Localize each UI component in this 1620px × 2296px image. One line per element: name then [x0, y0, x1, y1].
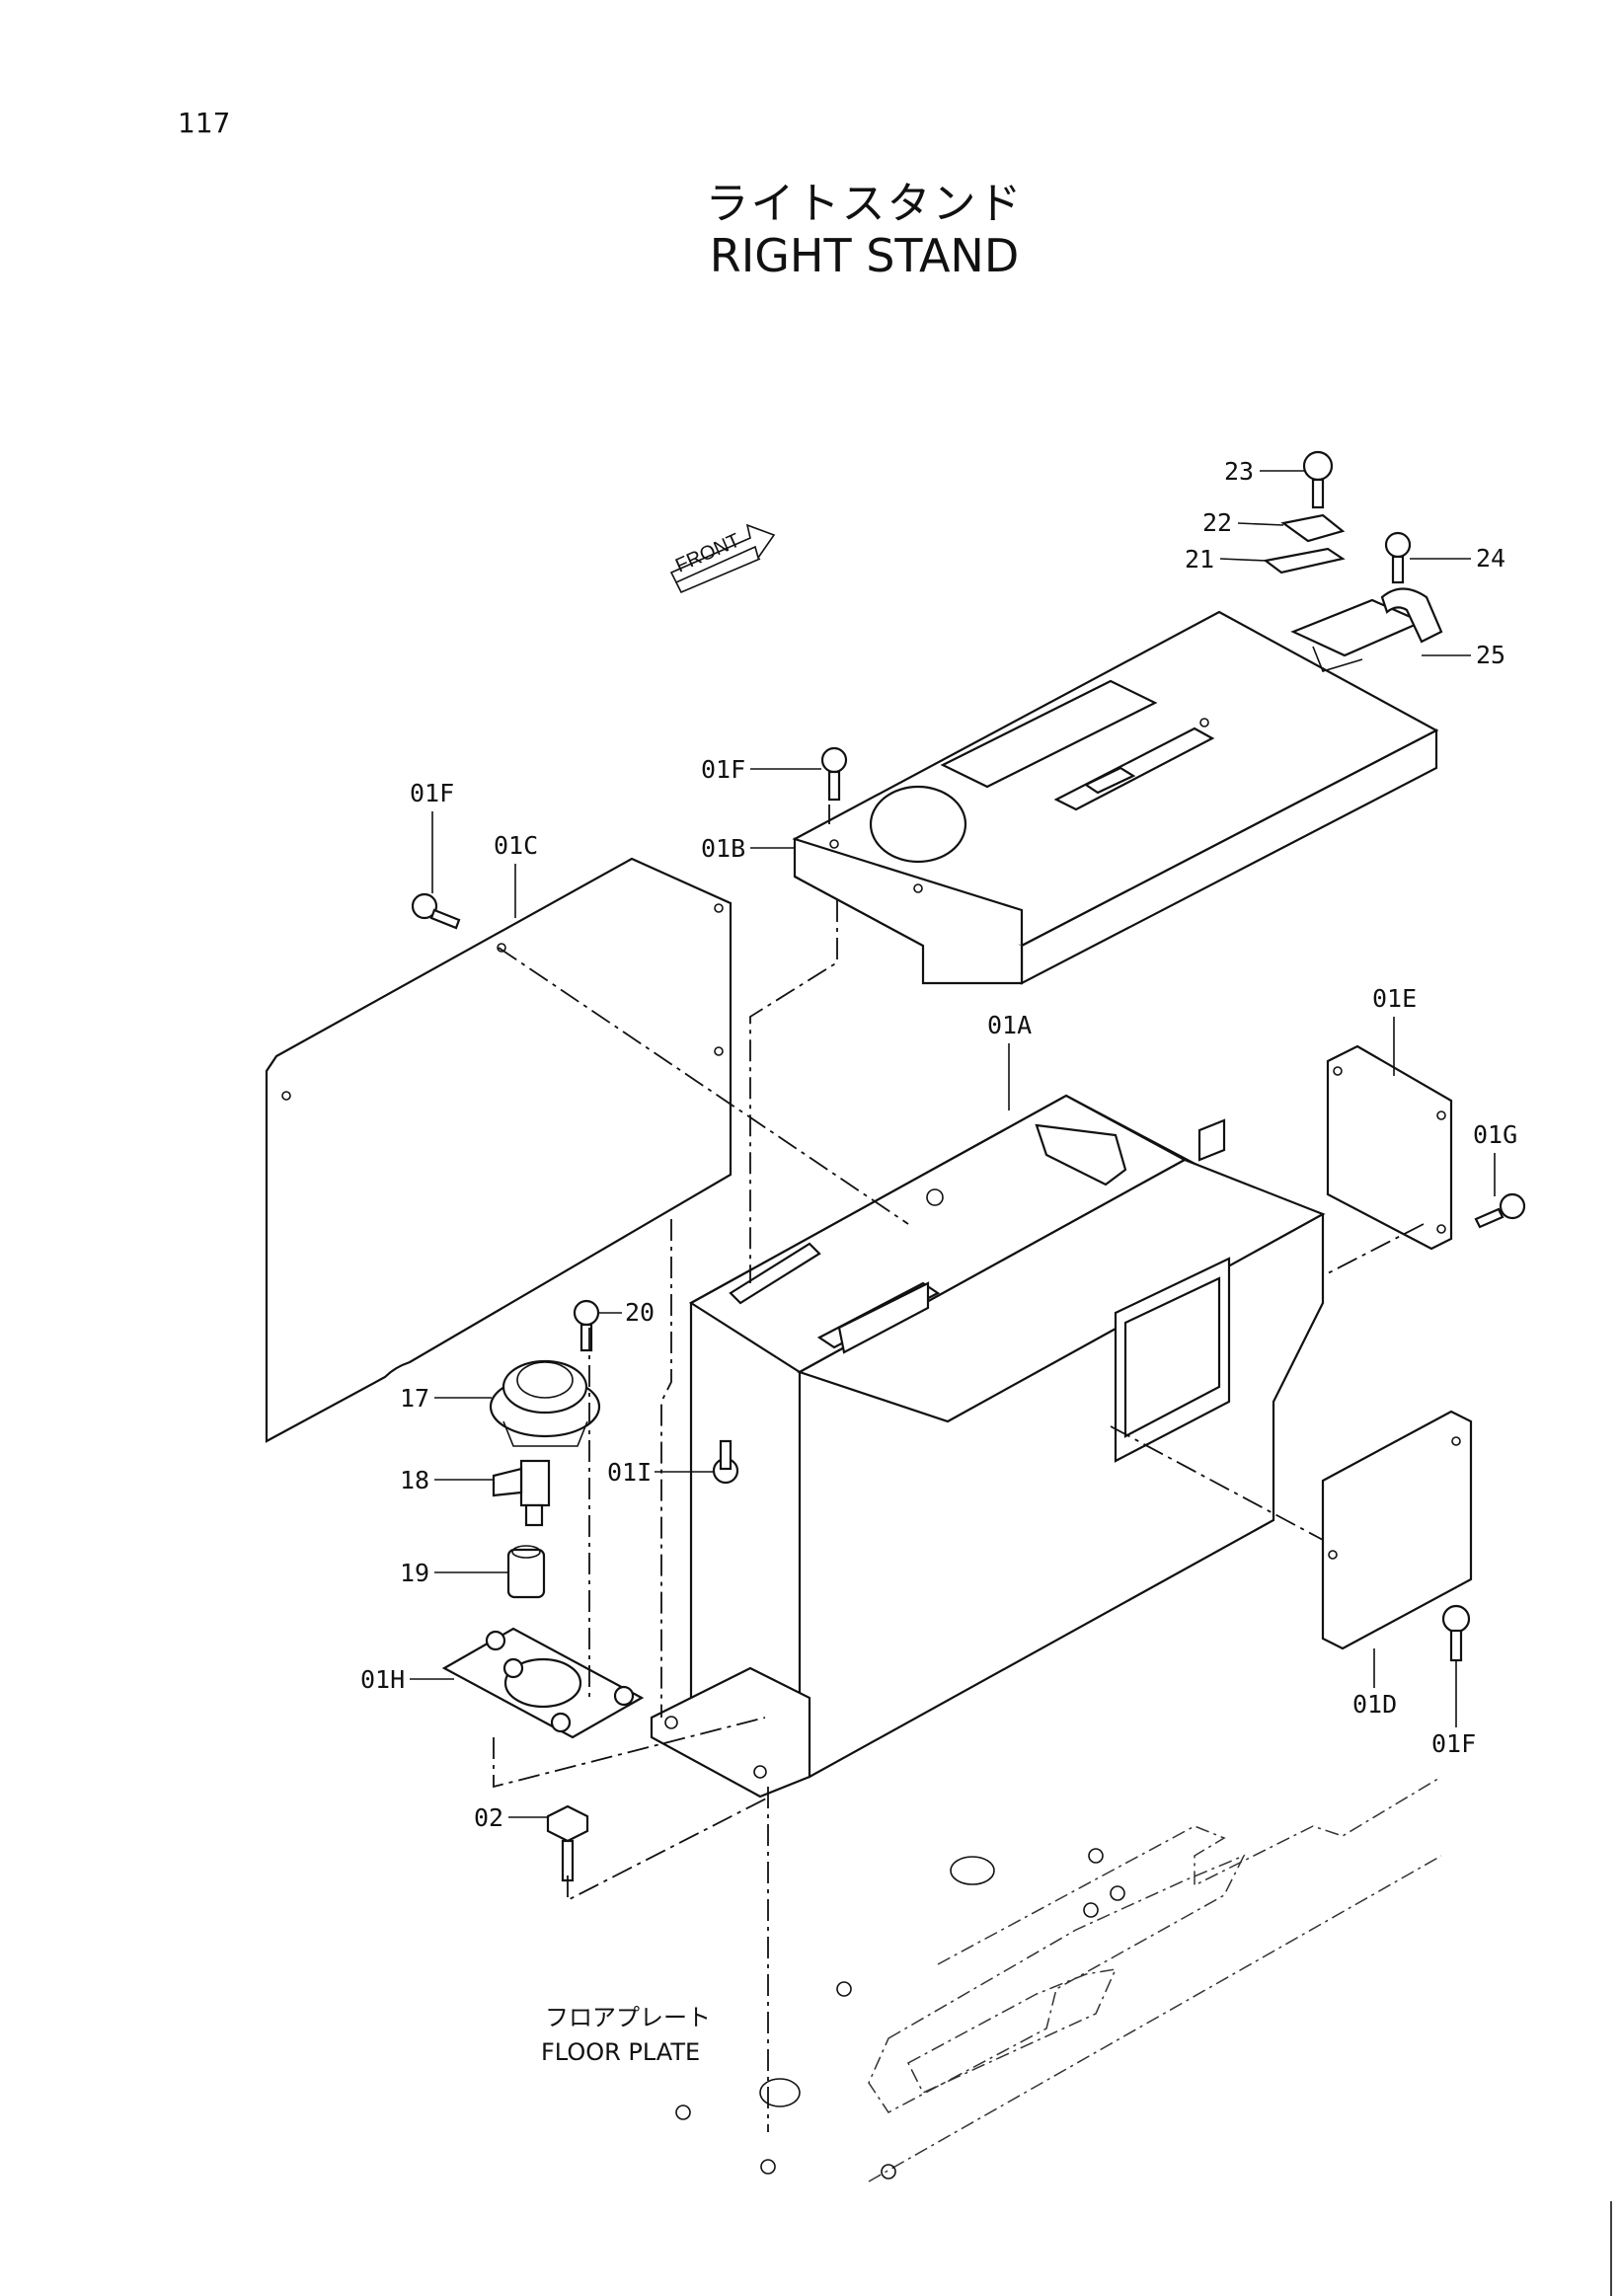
part-01A-main-housing: [650, 1094, 1326, 1799]
part-18-fitting: [492, 1459, 551, 1527]
callout-02: 02: [474, 1803, 503, 1832]
callout-19: 19: [400, 1559, 429, 1587]
callout-01F-top: 01F: [701, 755, 745, 784]
floor-plate-label-japanese: フロアプレート: [545, 2004, 711, 2031]
callouts: 23 22 21 24 25 01F 01B 01F 01C 01A 01E 0…: [360, 457, 1517, 1832]
page-title: RIGHT STAND: [709, 229, 1020, 282]
floor-plate-label: フロアプレート FLOOR PLATE: [541, 2004, 711, 2066]
front-arrow-marker: FRONT: [669, 523, 776, 594]
callout-01G: 01G: [1473, 1120, 1517, 1149]
callout-23: 23: [1224, 457, 1254, 486]
part-19-spacer: [506, 1545, 546, 1599]
latch-assembly: [1263, 450, 1443, 672]
callout-01C: 01C: [494, 831, 538, 860]
floor-plate-label-english: FLOOR PLATE: [541, 2038, 700, 2066]
callout-25: 25: [1476, 641, 1505, 669]
callout-17: 17: [400, 1384, 429, 1413]
callout-01E: 01E: [1372, 984, 1417, 1013]
callout-01H: 01H: [360, 1665, 405, 1694]
part-17-lamp: [489, 1359, 601, 1447]
callout-01F-right: 01F: [1431, 1729, 1476, 1758]
callout-24: 24: [1476, 544, 1505, 573]
callout-21: 21: [1185, 545, 1214, 574]
callout-20: 20: [625, 1298, 655, 1327]
part-01D-cover-plate: [1321, 1410, 1473, 1650]
callout-01B: 01B: [701, 834, 745, 863]
assembly-lines: [493, 804, 1425, 2132]
page-number: 117: [178, 107, 231, 139]
part-01C-side-panel: [265, 857, 733, 1443]
part-01E-cover-plate: [1326, 1044, 1453, 1251]
callout-01A: 01A: [987, 1011, 1032, 1039]
callout-01I: 01I: [607, 1458, 652, 1487]
callout-01F-left: 01F: [410, 779, 454, 807]
part-01B-top-plate: [792, 610, 1439, 985]
callout-01D: 01D: [1352, 1690, 1397, 1719]
screws: [411, 746, 1526, 1882]
callout-18: 18: [400, 1466, 429, 1494]
part-01H-base-plate: [441, 1627, 645, 1739]
page-title-japanese: ライトスタンド: [705, 179, 1024, 229]
floor-plate: [675, 1776, 1442, 2182]
callout-22: 22: [1202, 508, 1232, 537]
